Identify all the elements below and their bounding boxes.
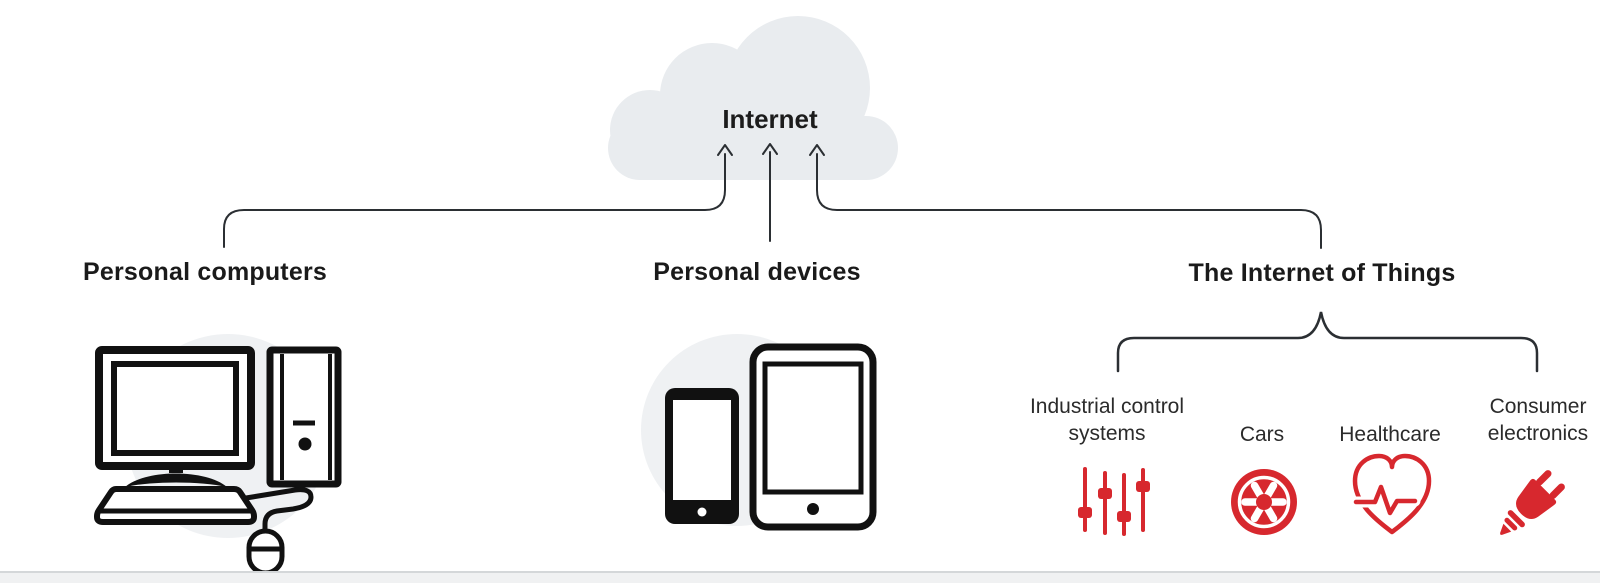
category-label-cars: Cars — [1239, 423, 1285, 446]
phone-icon — [665, 388, 739, 524]
wheel-icon — [1231, 469, 1297, 535]
tablet-icon — [749, 343, 877, 531]
phone-tablet-icon — [641, 334, 877, 531]
power-plug-icon — [1500, 470, 1565, 535]
category-label-healthcare: Healthcare — [1339, 423, 1441, 446]
category-label-consumer-electronics: Consumer electronics — [1487, 395, 1589, 445]
bottom-divider-bar — [0, 571, 1600, 583]
internet-label: Internet — [722, 104, 818, 134]
up-arrow-icon — [717, 144, 733, 156]
desktop-computer-icon — [94, 334, 342, 576]
brace-icon — [1116, 311, 1539, 373]
connector-lines — [223, 143, 1322, 249]
connector-right — [816, 153, 1322, 249]
up-arrow-icon — [809, 144, 825, 156]
category-label-industrial-control-systems: Industrial control systems — [1029, 395, 1185, 445]
cloud-icon — [608, 16, 898, 180]
branch-label-internet-of-things: The Internet of Things — [1188, 259, 1456, 287]
heart-pulse-icon — [1350, 453, 1432, 535]
up-arrow-icon — [762, 143, 778, 155]
connector-left — [223, 153, 726, 248]
sliders-icon — [1078, 467, 1150, 536]
branch-label-personal-computers: Personal computers — [83, 258, 327, 286]
branch-label-personal-devices: Personal devices — [653, 258, 861, 286]
